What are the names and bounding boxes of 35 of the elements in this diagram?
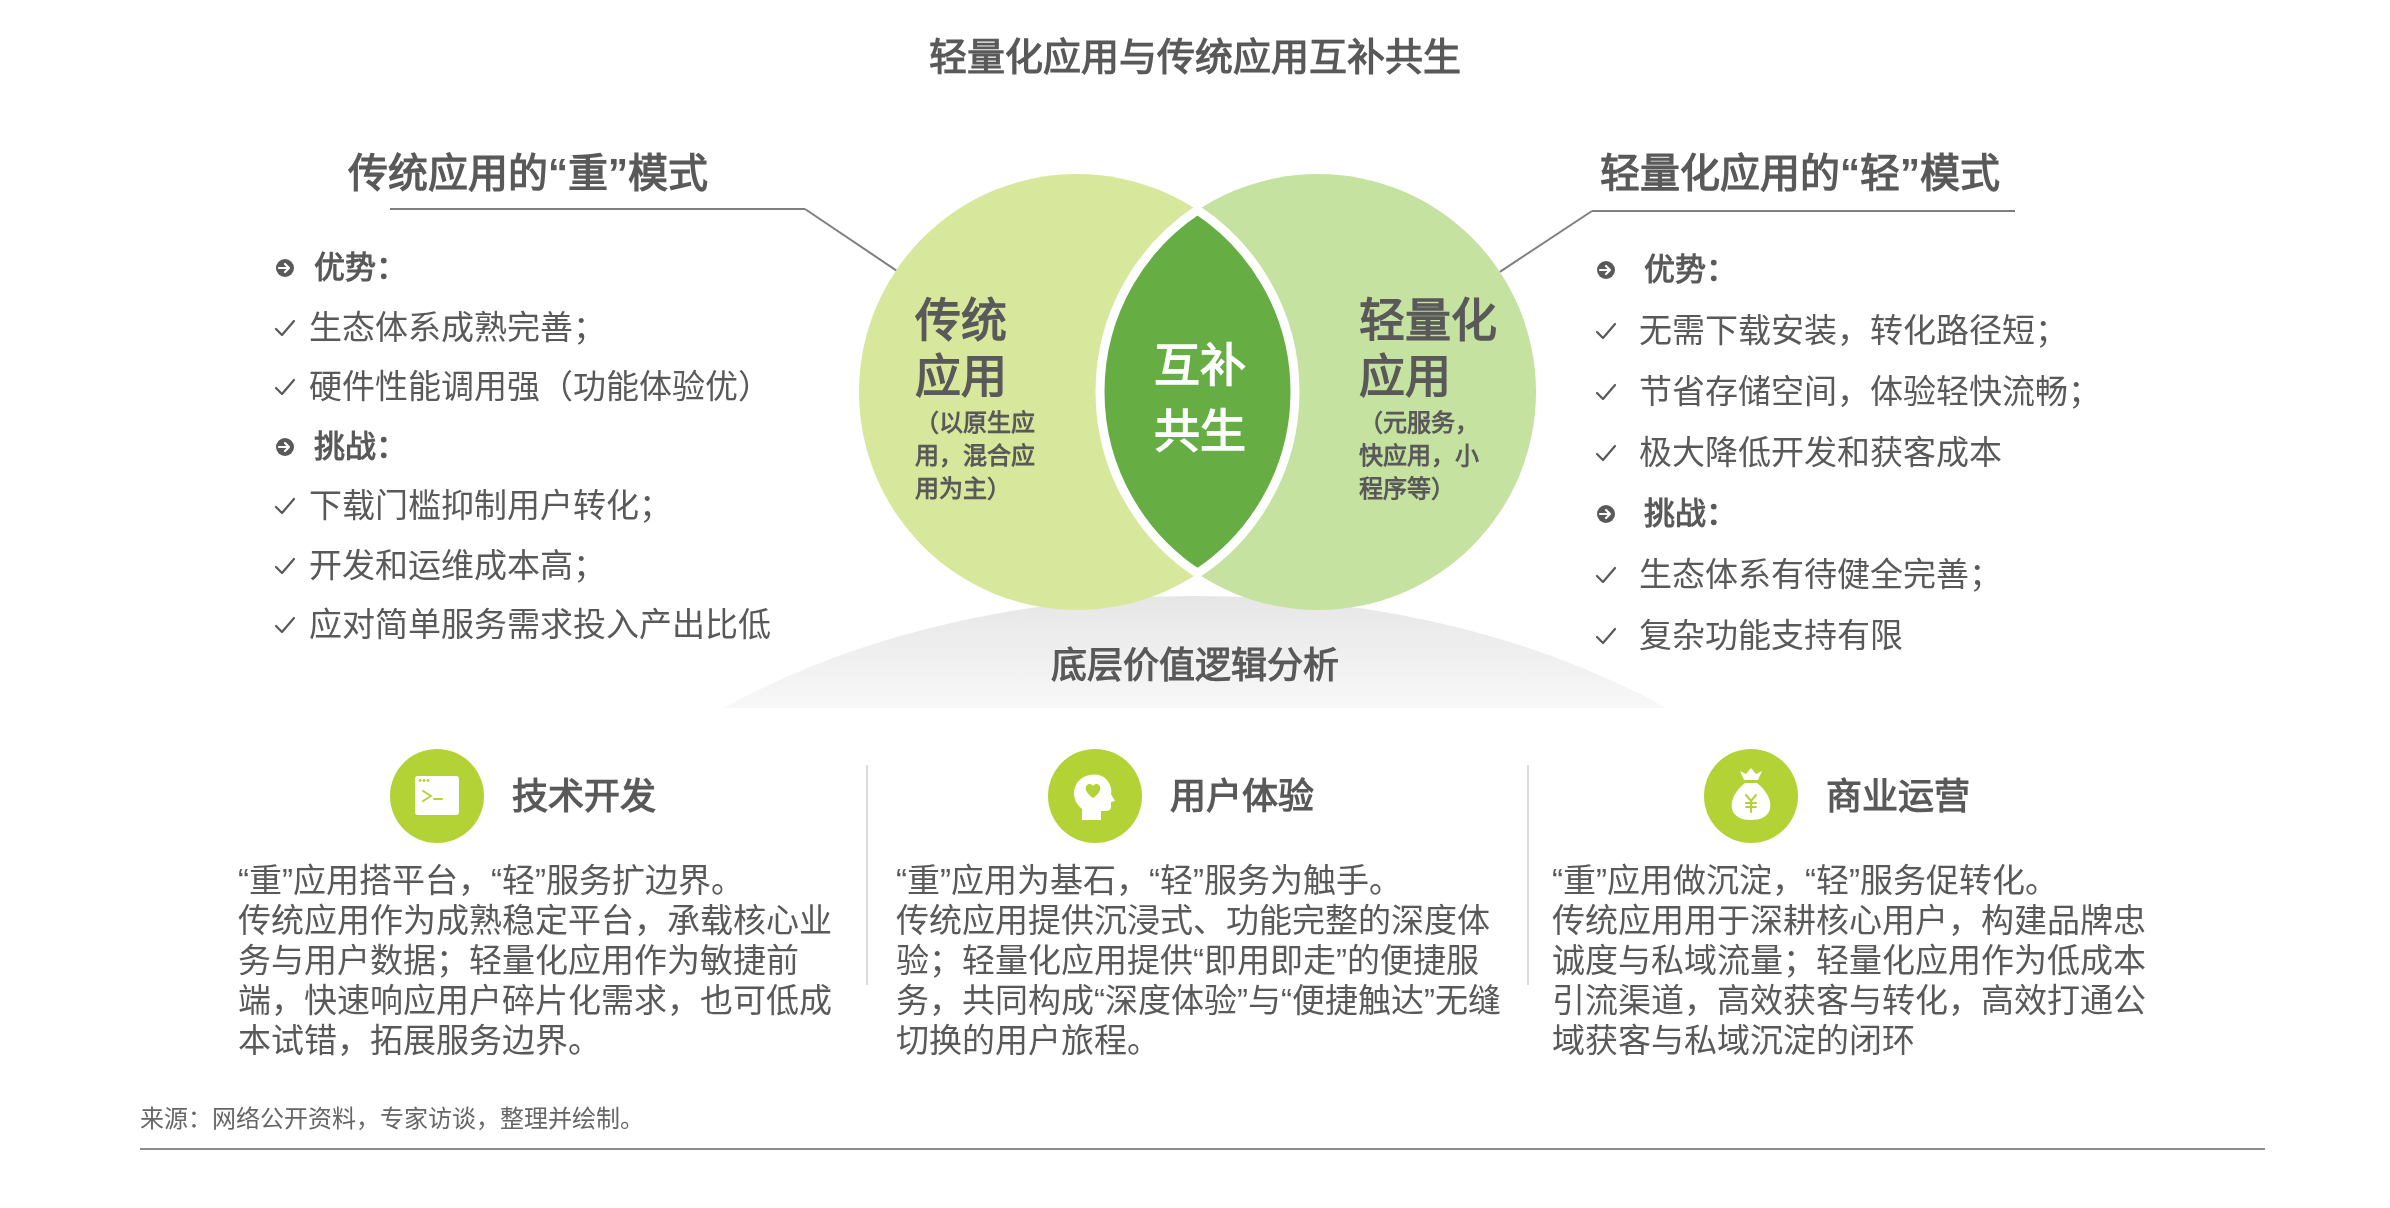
list-item: 下载门槛抑制用户转化；: [309, 486, 672, 526]
list-item: 硬件性能调用强（功能体验优）: [309, 367, 771, 407]
page-title: 轻量化应用与传统应用互补共生: [929, 35, 1461, 80]
list-item: 复杂功能支持有限: [1639, 616, 1903, 656]
list-item: 极大降低开发和获客成本: [1639, 433, 2002, 473]
circle-title: 轻量化应用: [1359, 293, 1498, 404]
list-heading: 优势：: [1644, 251, 1737, 289]
list-item: 节省存储空间，体验轻快流畅；: [1639, 372, 2101, 412]
section-tagline: “重”应用做沉淀，“轻”服务促转化。: [1552, 861, 2058, 901]
section-heading: 用户体验: [1170, 775, 1314, 819]
circle-subtitle: （元服务，快应用，小程序等）: [1359, 408, 1480, 504]
list-heading: 挑战：: [314, 427, 407, 466]
list-heading: 优势：: [314, 249, 407, 287]
section-heading: 商业运营: [1826, 775, 1970, 819]
leader-line: [1498, 210, 1593, 273]
section-text: 传统应用用于深耕核心用户，构建品牌忠诚度与私域流量；轻量化应用作为低成本引流渠道，高效获客与转化，高效打通公域获客与私域沉淀的闭环: [1552, 901, 2147, 1061]
overlap-title: 互补共生: [1152, 338, 1247, 459]
list-item: 生态体系有待健全完善；: [1639, 555, 2002, 595]
panel-heading: 轻量化应用的“轻”模式: [1600, 150, 2000, 197]
list-item: 应对简单服务需求投入产出比低: [309, 605, 771, 645]
circle-subtitle: （以原生应用，混合应用为主）: [915, 408, 1036, 504]
source-note: 来源：网络公开资料，专家访谈，整理并绘制。: [140, 1104, 644, 1134]
list-item: 无需下载安装，转化路径短；: [1639, 311, 2068, 351]
band-heading: 底层价值逻辑分析: [1051, 644, 1339, 688]
panel-heading: 传统应用的“重”模式: [348, 150, 708, 197]
leader-line: [804, 208, 898, 272]
section-tagline: “重”应用为基石，“轻”服务为触手。: [896, 861, 1402, 901]
section-tagline: “重”应用搭平台，“轻”服务扩边界。: [238, 861, 744, 901]
list-heading: 挑战：: [1644, 495, 1737, 533]
section-text: 传统应用作为成熟稳定平台，承载核心业务与用户数据；轻量化应用作为敏捷前端，快速响应用户碎片化需求，也可低成本试错，拓展服务边界。: [238, 901, 833, 1061]
circle-title: 传统应用: [915, 293, 1008, 404]
list-item: 生态体系成熟完善；: [309, 307, 606, 348]
section-heading: 技术开发: [512, 775, 656, 819]
section-text: 传统应用提供沉浸式、功能完整的深度体验；轻量化应用提供“即用即走”的便捷服务，共同构成“深度体验”与“便捷触达”无缝切换的用户旅程。: [896, 901, 1502, 1061]
list-item: 开发和运维成本高；: [309, 545, 606, 586]
